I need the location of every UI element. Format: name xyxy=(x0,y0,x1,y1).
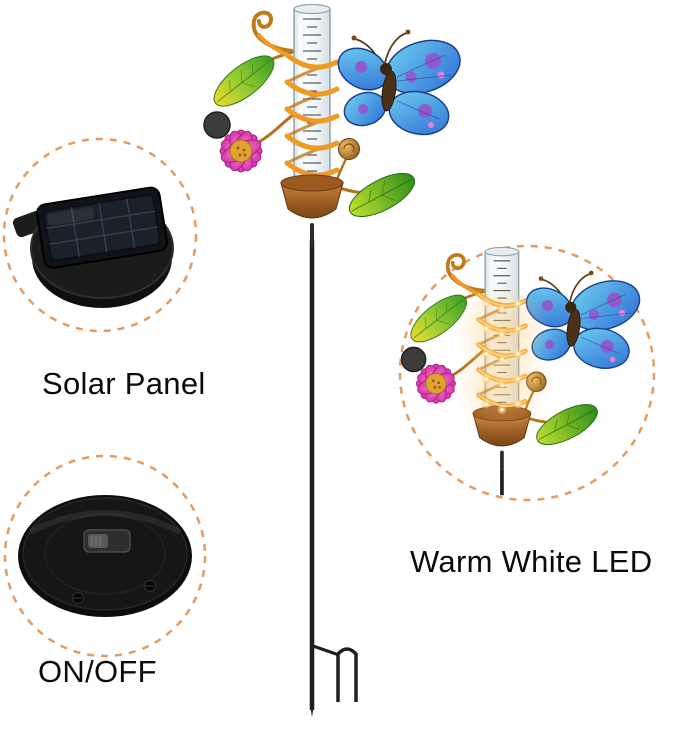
onoff-label: ON/OFF xyxy=(38,654,157,689)
rain-gauge-head xyxy=(204,5,467,246)
led-glow xyxy=(453,281,551,434)
onoff-photo xyxy=(18,495,192,617)
solar-panel-photo xyxy=(12,186,174,308)
rain-gauge-product xyxy=(204,5,467,717)
solar-panel-label: Solar Panel xyxy=(42,366,206,401)
led-callout xyxy=(398,244,656,502)
onoff-switch xyxy=(83,529,131,553)
stake-fork xyxy=(312,644,358,702)
onoff-callout xyxy=(3,454,207,658)
led-photo xyxy=(402,247,646,496)
led-dots xyxy=(481,299,522,414)
solar-panel-callout-circle xyxy=(2,137,198,333)
led-callout-circle xyxy=(398,244,656,502)
solar-panel-surface xyxy=(36,186,168,269)
solar-panel-callout xyxy=(2,137,198,333)
screws xyxy=(71,579,157,605)
warm-white-led-label: Warm White LED xyxy=(410,544,653,579)
garden-stake xyxy=(309,240,358,717)
onoff-callout-circle xyxy=(3,454,207,658)
